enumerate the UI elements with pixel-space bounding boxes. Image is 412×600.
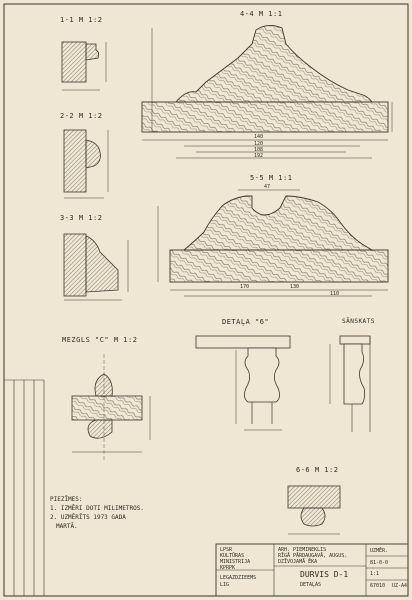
tb-org-1: LPSR: [220, 547, 233, 553]
dim-5-5-47: 47: [264, 184, 271, 190]
sheet-frame: [3, 3, 409, 597]
notes-line-1: 1. IZMĒRI DOTI MILIMETROS.: [50, 505, 144, 512]
section-2-2: [63, 129, 109, 199]
section-4-4: [141, 25, 393, 159]
tb-project-1: ARH. PIEMINEKLIS: [278, 547, 327, 553]
notes-heading: PIEZĪMES:: [50, 496, 83, 503]
label-section-6-6: 6-6 M 1:2: [296, 466, 339, 474]
label-section-4-4: 4-4 M 1:1: [240, 10, 283, 18]
notes-line-2: 2. UZMĒRĪTS 1973 GADA: [50, 514, 126, 521]
tb-sheet-title-1: DURVIS D-1: [300, 570, 349, 579]
section-mezgls-c: [71, 354, 151, 460]
dim-5-5-110: 110: [330, 291, 340, 297]
dim-4-4-120: 120: [254, 141, 264, 147]
label-section-1-1: 1-1 M 1:2: [60, 16, 103, 24]
tb-owner: LEGAZDZIEEMS: [220, 575, 257, 581]
label-section-5-5: 5-5 M 1:1: [250, 174, 293, 182]
dim-4-4-192: 192: [254, 153, 264, 159]
tb-project-3: DZĪVOJAMĀ ĒKA: [278, 559, 318, 565]
notes-line-3: MARTĀ.: [56, 523, 78, 530]
label-detala-6: DETAĻA "6": [222, 318, 270, 326]
tb-org-2: KULTŪRAS: [220, 553, 245, 559]
label-section-2-2: 2-2 M 1:2: [60, 112, 103, 120]
dim-4-4-140: 140: [254, 134, 264, 140]
label-sanskats: SĀNSKATS: [342, 318, 375, 325]
section-3-3: [63, 233, 129, 301]
detail-6-side-view: [329, 335, 371, 432]
dim-5-5-130: 130: [290, 284, 300, 290]
tb-format: UZ-A4: [392, 583, 408, 589]
title-block-frame: [215, 543, 409, 597]
detail-6-elevation: [195, 335, 291, 431]
tb-org-3: MINISTRIJA: [220, 559, 251, 565]
section-1-1: [61, 41, 107, 91]
dim-4-4-108: 108: [254, 147, 264, 153]
section-6-6: [287, 485, 341, 535]
label-section-3-3: 3-3 M 1:2: [60, 214, 103, 222]
tb-project-2: RĪGĀ PĀRDAUGAVĀ, AUGUS.: [278, 553, 348, 559]
tb-code: LIG: [220, 582, 230, 588]
label-mezgls-c: MEZGLS "C" M 1:2: [62, 336, 138, 344]
section-5-5: [157, 189, 389, 297]
tb-number-1: 81-0-0: [370, 560, 389, 566]
tb-sheet-title-2: DETAĻAS: [300, 582, 322, 588]
tb-scale: 1:1: [370, 571, 380, 577]
tb-number-2: 67010: [370, 583, 386, 589]
tb-dept: KPRPK: [220, 565, 236, 571]
tb-stage: UZMĒR.: [370, 548, 389, 554]
dim-5-5-170: 170: [240, 284, 250, 290]
